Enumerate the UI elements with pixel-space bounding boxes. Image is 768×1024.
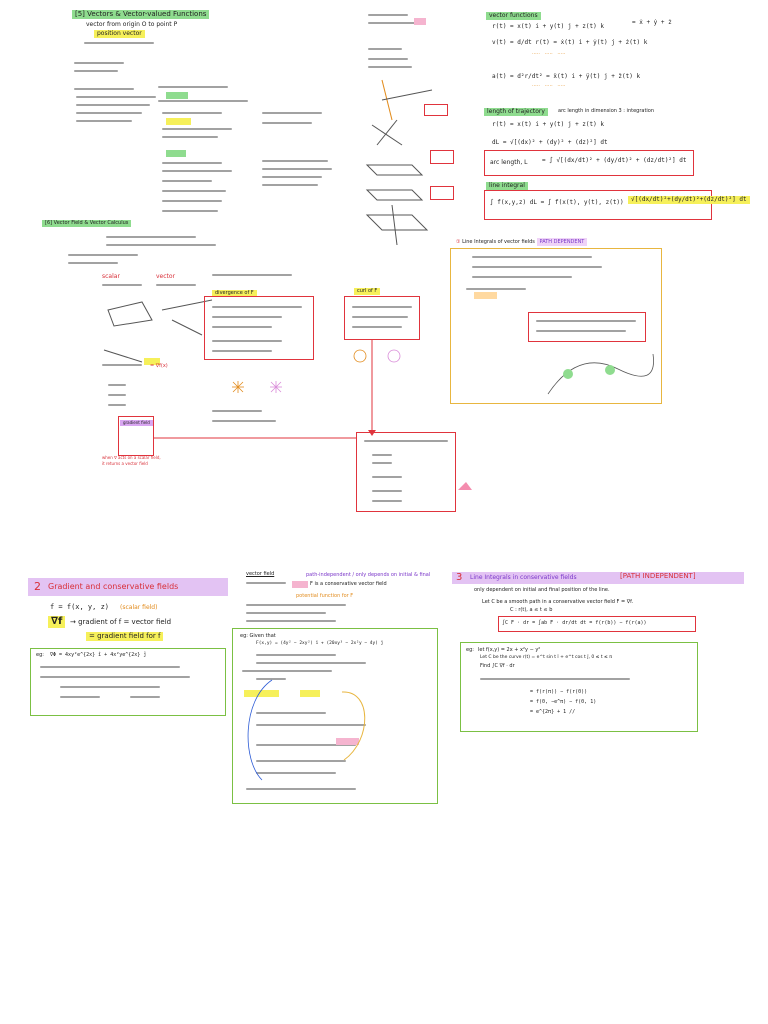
notes-sheet-top: [5] Vectors & Vector-valued Functions ve… (42, 0, 750, 520)
vector-label: vector (156, 273, 176, 280)
curl-box (344, 296, 420, 340)
example3-answer1: = f(r(π)) − f(r(0)) (530, 689, 588, 695)
example3-line3: Find ∫C ∇f · dr (480, 663, 515, 669)
gradient-field-box (118, 416, 154, 456)
curl-label: curl of F (354, 288, 381, 295)
example1-box (30, 648, 226, 716)
path-dependent-box (450, 248, 662, 404)
example2-line: F(x,y) = (4y² − 2xy²) î + (20xy³ − 2x²y … (256, 641, 384, 646)
scalar-field-note: (scalar field) (120, 604, 158, 611)
example3-line1: let f(x,y) = 2x + x²y − y² (478, 647, 541, 653)
fundamental-theorem-box (498, 616, 696, 632)
scalar-field-def: f = f(x, y, z) (50, 603, 110, 611)
conservative-note: F is a conservative vector field (310, 581, 387, 587)
path-dependent-title: ① Line Integrals of vector fields PATH D… (456, 238, 588, 246)
arc-length-label: arc length, L (490, 159, 528, 166)
scalar-label: scalar (102, 273, 120, 280)
position-vector-note: vector from origin O to point P (86, 21, 178, 28)
line-integrals-title: Line Integrals in conservative fields (470, 574, 577, 581)
potential-note: potential function for F (296, 593, 354, 599)
example2-box (232, 628, 438, 804)
conservative-title: vector field (246, 571, 275, 577)
section2-number: 2 (34, 580, 41, 593)
path-independent-tag: [PATH INDEPENDENT] (620, 572, 696, 580)
let-c-line: Let C be a smooth path in a conservative… (482, 599, 634, 605)
section6-title: [6] Vector Field & Vector Calculus (42, 220, 132, 227)
length-trajectory-title: length of trajectory (484, 108, 548, 116)
line-integral-box (484, 190, 712, 220)
arc-length-box (484, 150, 694, 176)
gradient-field-label: gradient field (120, 420, 153, 426)
example1-label: eg: (36, 652, 44, 658)
del-f: ∇f (48, 616, 66, 628)
param-line: C : r(t), a ≤ t ≤ b (510, 607, 553, 613)
gradient-title: Gradient and conservative fields (48, 582, 179, 591)
path-independent-note: path-independent / only depends on initi… (306, 572, 431, 578)
laplacian-box (356, 432, 456, 512)
section5-title: [5] Vectors & Vector-valued Functions (72, 10, 210, 19)
example1-line: ∇Φ = 4xy²e^{2x} î + 4x²ye^{2x} ĵ (50, 652, 147, 658)
line-plane-sketch (365, 79, 433, 246)
notes-sheet-bottom: 2 Gradient and conservative fields f = f… (0, 560, 768, 820)
section3-number: 3 (456, 572, 463, 583)
highlight-unit (166, 92, 188, 99)
divergence-box (204, 296, 314, 360)
example3-answer2: = f(0, −e^π) − f(0, 1) (530, 699, 597, 705)
vector-functions-title: vector functions (486, 12, 541, 20)
length-note: arc length in dimension 3 : integration (558, 108, 655, 114)
divergence-label: divergence of F (212, 290, 257, 297)
example3-answer3: = e^{2π} + 1 // (530, 709, 576, 715)
fundamental-theorem: ∫C F · dr = ∫ab F · dr/dt dt = f(r(b)) −… (502, 620, 647, 626)
line-integral-title: line integral (486, 182, 528, 190)
example3-label: eg: (466, 647, 474, 653)
gradient-field: = gradient field for f (86, 632, 164, 641)
position-vector-label: position vector (94, 30, 145, 38)
gradient-def: → gradient of f = vector field (70, 618, 172, 626)
example3-line2: Let C be the curve r(t) = e^t sin t î + … (480, 655, 612, 660)
example2-label: eg: Given that (240, 633, 276, 639)
line-integral-note: only dependent on initial and final posi… (474, 587, 610, 593)
example3-box (460, 642, 698, 732)
